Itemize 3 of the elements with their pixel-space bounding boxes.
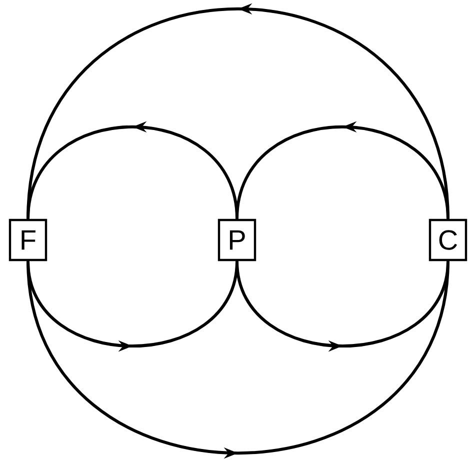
letter-box: C — [428, 218, 468, 262]
letter-box: F — [8, 218, 48, 262]
letter-box: P — [218, 218, 256, 262]
